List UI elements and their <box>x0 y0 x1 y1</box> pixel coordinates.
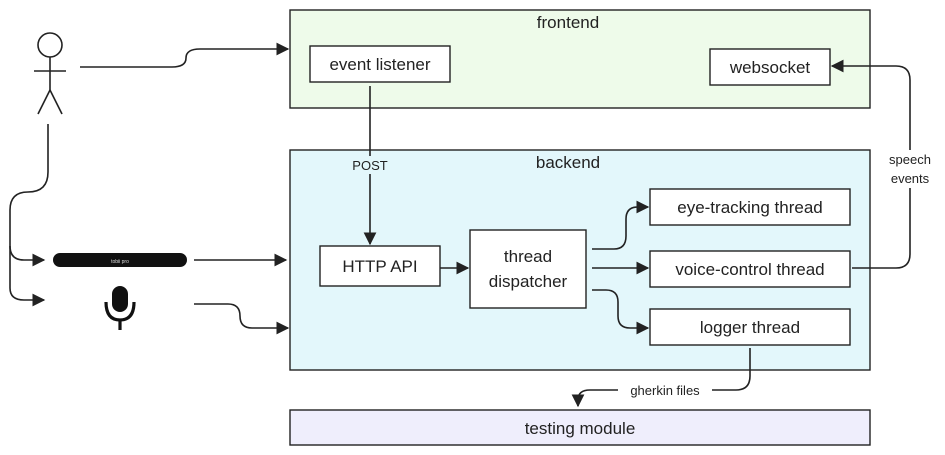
backend-group-title: backend <box>536 153 600 172</box>
post-edge-label: POST <box>352 158 387 173</box>
microphone-icon <box>104 286 136 330</box>
eye-tracker-device-icon: tobii pro <box>53 253 187 267</box>
thread-dispatcher-node <box>469 229 587 309</box>
eye-tracker-brand-label: tobii pro <box>111 259 129 265</box>
logger-thread-label: logger thread <box>700 318 800 337</box>
edge-dispatcher-to-eye-tracking <box>592 200 650 250</box>
voice-control-thread-node <box>649 250 851 288</box>
voice-control-thread-label: voice-control thread <box>675 260 824 279</box>
thread-dispatcher-label-line1: thread <box>504 247 552 266</box>
event-listener-label: event listener <box>329 55 430 74</box>
http-api-node <box>319 245 441 287</box>
testing-module-label: testing module <box>525 419 636 438</box>
eye-tracking-thread-label: eye-tracking thread <box>677 198 823 217</box>
gherkin-label-background <box>618 381 712 399</box>
speech-events-label-background <box>880 150 940 188</box>
gherkin-files-edge-label: gherkin files <box>630 383 700 398</box>
websocket-label: websocket <box>729 58 811 77</box>
edge-dispatcher-to-logger <box>592 289 650 335</box>
frontend-group-title: frontend <box>537 13 599 32</box>
eye-tracking-thread-node <box>649 188 851 226</box>
event-listener-node <box>309 45 451 83</box>
websocket-node <box>709 48 831 86</box>
speech-events-label-line1: speech <box>889 152 931 167</box>
edge-user-to-microphone <box>9 246 46 307</box>
logger-thread-node <box>649 308 851 346</box>
edge-user-to-eye-tracker <box>9 124 49 267</box>
post-label-background <box>344 156 396 174</box>
user-stick-figure-icon <box>34 32 66 115</box>
edge-user-to-event-listener <box>80 42 290 68</box>
http-api-label: HTTP API <box>342 257 417 276</box>
thread-dispatcher-label-line2: dispatcher <box>489 272 568 291</box>
testing-module-node <box>289 409 871 446</box>
edge-microphone-to-backend <box>194 303 290 335</box>
speech-events-label-line2: events <box>891 171 930 186</box>
